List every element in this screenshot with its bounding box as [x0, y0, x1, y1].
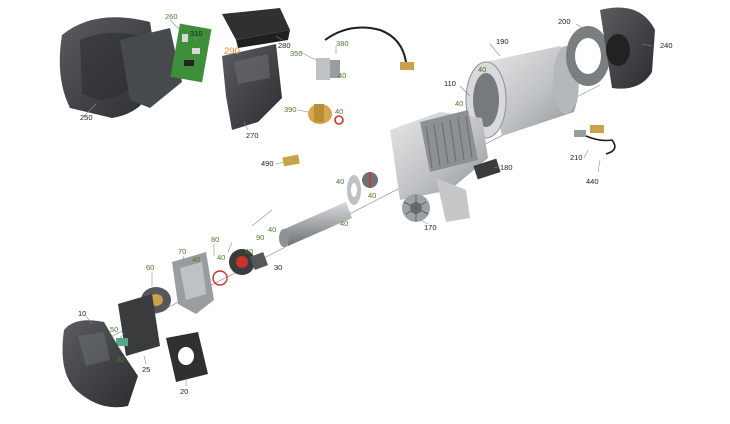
label-30-a: 30: [274, 263, 282, 272]
label-50: 50: [110, 325, 118, 334]
part-240-end-cap: [600, 7, 655, 89]
part-380-wiring-harness: [316, 26, 414, 80]
label-210: 210: [570, 153, 583, 162]
label-280: 280: [278, 41, 291, 50]
label-40-g: 40: [340, 219, 348, 228]
callout-labels: 250 260 310 290 280 270 350 380 40 390 4…: [78, 12, 673, 396]
part-490-sensor: [282, 154, 300, 167]
label-90: 90: [256, 233, 264, 242]
label-200: 200: [558, 17, 571, 26]
label-40-j: 40: [217, 253, 225, 262]
part-190-main-cylinder: [465, 46, 579, 139]
part-440-sensor-lead: [574, 125, 616, 155]
part-20-bracket: [166, 332, 208, 382]
label-260: 260: [165, 12, 178, 21]
label-40-h: 40: [268, 225, 276, 234]
label-25: 25: [142, 365, 150, 374]
part-seal-ring-mid: [347, 172, 378, 205]
label-380: 380: [336, 39, 349, 48]
label-40-e: 40: [336, 177, 344, 186]
label-30-b: 30: [116, 355, 124, 364]
label-490: 490: [261, 159, 274, 168]
label-440: 440: [586, 177, 599, 186]
label-390: 390: [284, 105, 297, 114]
label-10: 10: [78, 309, 86, 318]
part-10-front-cover: [62, 320, 138, 408]
label-70: 70: [178, 247, 186, 256]
part-70-fan-housing: [172, 252, 228, 314]
label-80: 80: [211, 235, 219, 244]
label-350: 350: [290, 49, 303, 58]
label-40-c: 40: [478, 65, 486, 74]
label-290: 290: [224, 46, 240, 57]
label-60: 60: [146, 263, 154, 272]
part-280-cover: [222, 8, 290, 48]
part-flex-tube: [279, 202, 352, 247]
label-310: 310: [190, 29, 203, 38]
label-40-b: 40: [335, 107, 343, 116]
leader-lines: [83, 19, 653, 386]
label-180: 180: [500, 163, 513, 172]
label-270: 270: [246, 131, 259, 140]
label-250: 250: [80, 113, 93, 122]
label-240: 240: [660, 41, 673, 50]
label-20: 20: [180, 387, 188, 396]
label-40-k: 40: [192, 255, 200, 264]
part-180-cartridge: [473, 158, 501, 180]
label-40-a: 40: [338, 71, 346, 80]
part-270-panel: [222, 44, 282, 130]
part-390-valve: [308, 104, 344, 125]
part-heat-exchanger: [390, 110, 488, 222]
part-200-seal-ring: [566, 26, 610, 86]
part-250-outer-shell: [59, 17, 182, 118]
part-25-mount-plate: [116, 294, 160, 356]
label-40-i: 40: [245, 247, 253, 256]
label-40-f: 40: [368, 191, 376, 200]
label-40-d: 40: [455, 99, 463, 108]
part-310-control-board: [170, 23, 212, 83]
part-170-fan-wheel: [402, 194, 430, 222]
label-190: 190: [496, 37, 509, 46]
part-90-motor: [229, 249, 268, 275]
label-170: 170: [424, 223, 437, 232]
label-110: 110: [444, 79, 456, 88]
